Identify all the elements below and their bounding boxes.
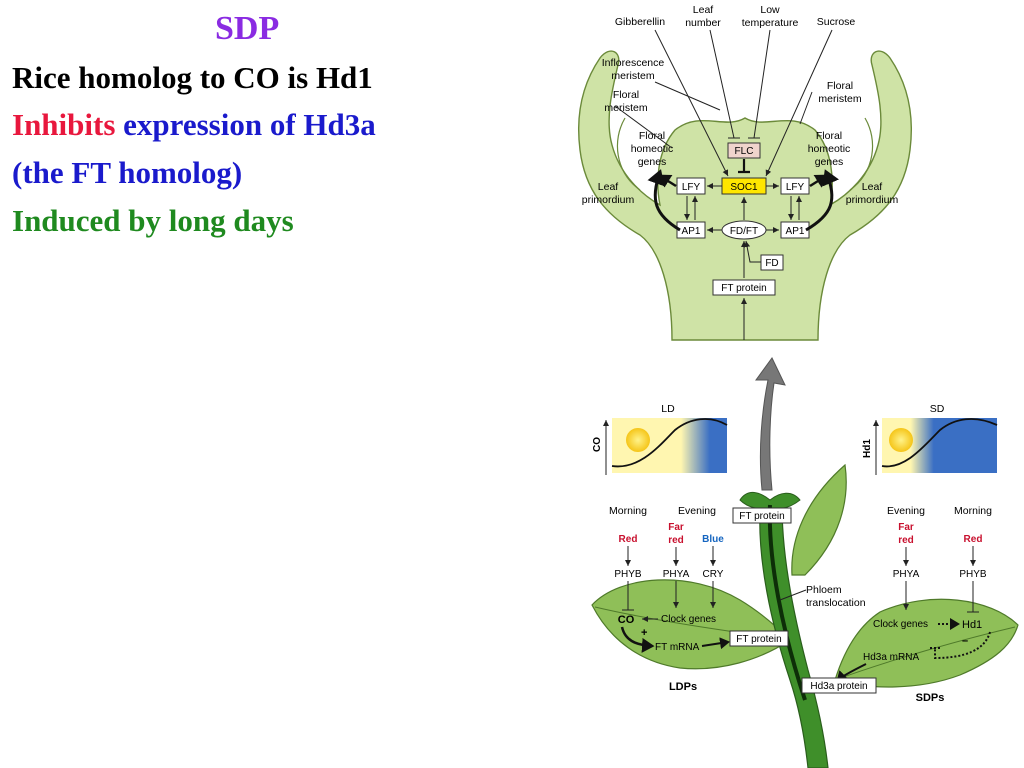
- input-arrows: [614, 29, 833, 177]
- ap1-left-box: [676, 221, 706, 239]
- text-line-4: Induced by long days: [12, 203, 294, 238]
- sdp-evening: Evening: [887, 505, 925, 517]
- translocation-arrow: [755, 357, 786, 491]
- ldp-co: CO: [618, 614, 635, 626]
- ft-protein-apex-label: FT protein: [721, 283, 766, 294]
- sdp-phya: PHYA: [893, 569, 920, 580]
- sdp-clock-genes: Clock genes: [873, 619, 928, 630]
- label-leaf-primordium-left-2: primordium: [582, 194, 635, 206]
- sdp-minus: –: [962, 635, 968, 647]
- ld-axis-label: CO: [592, 437, 603, 452]
- label-floral-meristem-right-2: meristem: [818, 93, 861, 105]
- ldp-ft-mrna: FT mRNA: [655, 642, 700, 653]
- flc-label: FLC: [735, 146, 754, 157]
- phloem-label-1: Phloem: [806, 584, 842, 596]
- label-inflorescence-1: Inflorescence: [602, 57, 665, 69]
- lfy-right-box: [780, 177, 810, 195]
- network-arrows: [684, 183, 802, 340]
- ldp-cry: CRY: [703, 569, 724, 580]
- lfy-right-label: LFY: [786, 182, 805, 193]
- text-line-1: Rice homolog to CO is Hd1: [12, 60, 373, 95]
- ldp-red: Red: [619, 534, 638, 545]
- ldp-phyb: PHYB: [614, 569, 642, 580]
- sun-icon-ld: [626, 428, 650, 452]
- label-homeotic-left-3: genes: [638, 156, 667, 168]
- label-low-temp-2: temperature: [742, 17, 799, 29]
- sdp-label: SDPs: [916, 692, 945, 704]
- flowering-diagram: Gibberellin Leaf number Low temperature …: [578, 4, 1019, 768]
- lfy-left-box: [676, 177, 706, 195]
- sd-axis-label: Hd1: [862, 439, 873, 458]
- sdp-hd1: Hd1: [962, 619, 982, 631]
- label-leaf-number-1: Leaf: [693, 4, 714, 16]
- sdp-red: Red: [964, 534, 983, 545]
- leaf-upper: [791, 463, 847, 576]
- sdp-hd3a-mrna: Hd3a mRNA: [863, 652, 919, 663]
- label-leaf-number-2: number: [685, 17, 721, 29]
- ldp-ft-protein-label: FT protein: [736, 634, 781, 645]
- label-homeotic-right-1: Floral: [816, 130, 842, 142]
- sdp-far-red-2: red: [898, 535, 914, 546]
- ldp-morning: Morning: [609, 505, 647, 517]
- ft-protein-stem-label: FT protein: [739, 511, 784, 522]
- text-line-2: Inhibits expression of Hd3a: [12, 107, 376, 143]
- sdp-far-red-1: Far: [898, 522, 914, 533]
- sun-icon-sd: [889, 428, 913, 452]
- ft-protein-apex-box: [712, 279, 776, 296]
- fd-ft-label: FD/FT: [730, 226, 758, 237]
- text-expression: expression of Hd3a: [123, 107, 376, 142]
- label-floral-meristem-left-1: Floral: [613, 89, 639, 101]
- ldp-far-red-2: red: [668, 535, 684, 546]
- lfy-left-label: LFY: [682, 182, 701, 193]
- label-low-temp-1: Low: [760, 4, 780, 16]
- floral-meristem-left-shape: [616, 117, 641, 191]
- label-inflorescence-2: meristem: [611, 70, 654, 82]
- ap1-left-label: AP1: [682, 226, 701, 237]
- label-homeotic-left-1: Floral: [639, 130, 665, 142]
- ld-title: LD: [661, 403, 675, 415]
- ldp-phya: PHYA: [663, 569, 690, 580]
- ldp-blue: Blue: [702, 534, 724, 545]
- ap1-right-box: [780, 221, 810, 239]
- stem: [759, 504, 829, 768]
- hd1-curve: [881, 418, 998, 468]
- phloem-label-2: translocation: [806, 597, 866, 609]
- ldp-evening: Evening: [678, 505, 716, 517]
- label-homeotic-left-2: homeotic: [631, 143, 674, 155]
- label-homeotic-right-3: genes: [815, 156, 844, 168]
- sdp-morning: Morning: [954, 505, 992, 517]
- sdp-phyb: PHYB: [959, 569, 987, 580]
- label-floral-meristem-left-2: meristem: [604, 102, 647, 114]
- co-curve: [611, 418, 728, 468]
- soc1-label: SOC1: [730, 182, 758, 193]
- label-leaf-primordium-right-1: Leaf: [862, 181, 883, 193]
- sdp-hd3a-protein-label: Hd3a protein: [810, 681, 867, 692]
- label-leaf-primordium-right-2: primordium: [846, 194, 899, 206]
- ldp-plus: +: [641, 627, 647, 639]
- label-homeotic-right-2: homeotic: [808, 143, 851, 155]
- ldp-far-red-1: Far: [668, 522, 684, 533]
- floral-meristem-right-shape: [849, 117, 874, 191]
- label-sucrose: Sucrose: [817, 16, 856, 28]
- label-gibberellin: Gibberellin: [615, 16, 665, 28]
- ap1-right-label: AP1: [786, 226, 805, 237]
- text-line-3: (the FT homolog): [12, 155, 243, 190]
- sdp-hd3a-protein-box: [801, 677, 877, 694]
- ft-protein-stem-box: [732, 507, 792, 524]
- sd-title: SD: [930, 403, 945, 415]
- slide-title: SDP: [215, 10, 280, 47]
- fd-label: FD: [765, 258, 778, 269]
- ldp-clock-genes: Clock genes: [661, 614, 716, 625]
- label-leaf-primordium-left-1: Leaf: [598, 181, 619, 193]
- leaf-sdp: [834, 598, 1019, 688]
- ldp-label: LDPs: [669, 681, 697, 693]
- text-inhibits: Inhibits: [12, 107, 116, 142]
- ldp-ft-protein-box: [729, 630, 789, 647]
- label-floral-meristem-right-1: Floral: [827, 80, 853, 92]
- flc-box: [727, 142, 761, 159]
